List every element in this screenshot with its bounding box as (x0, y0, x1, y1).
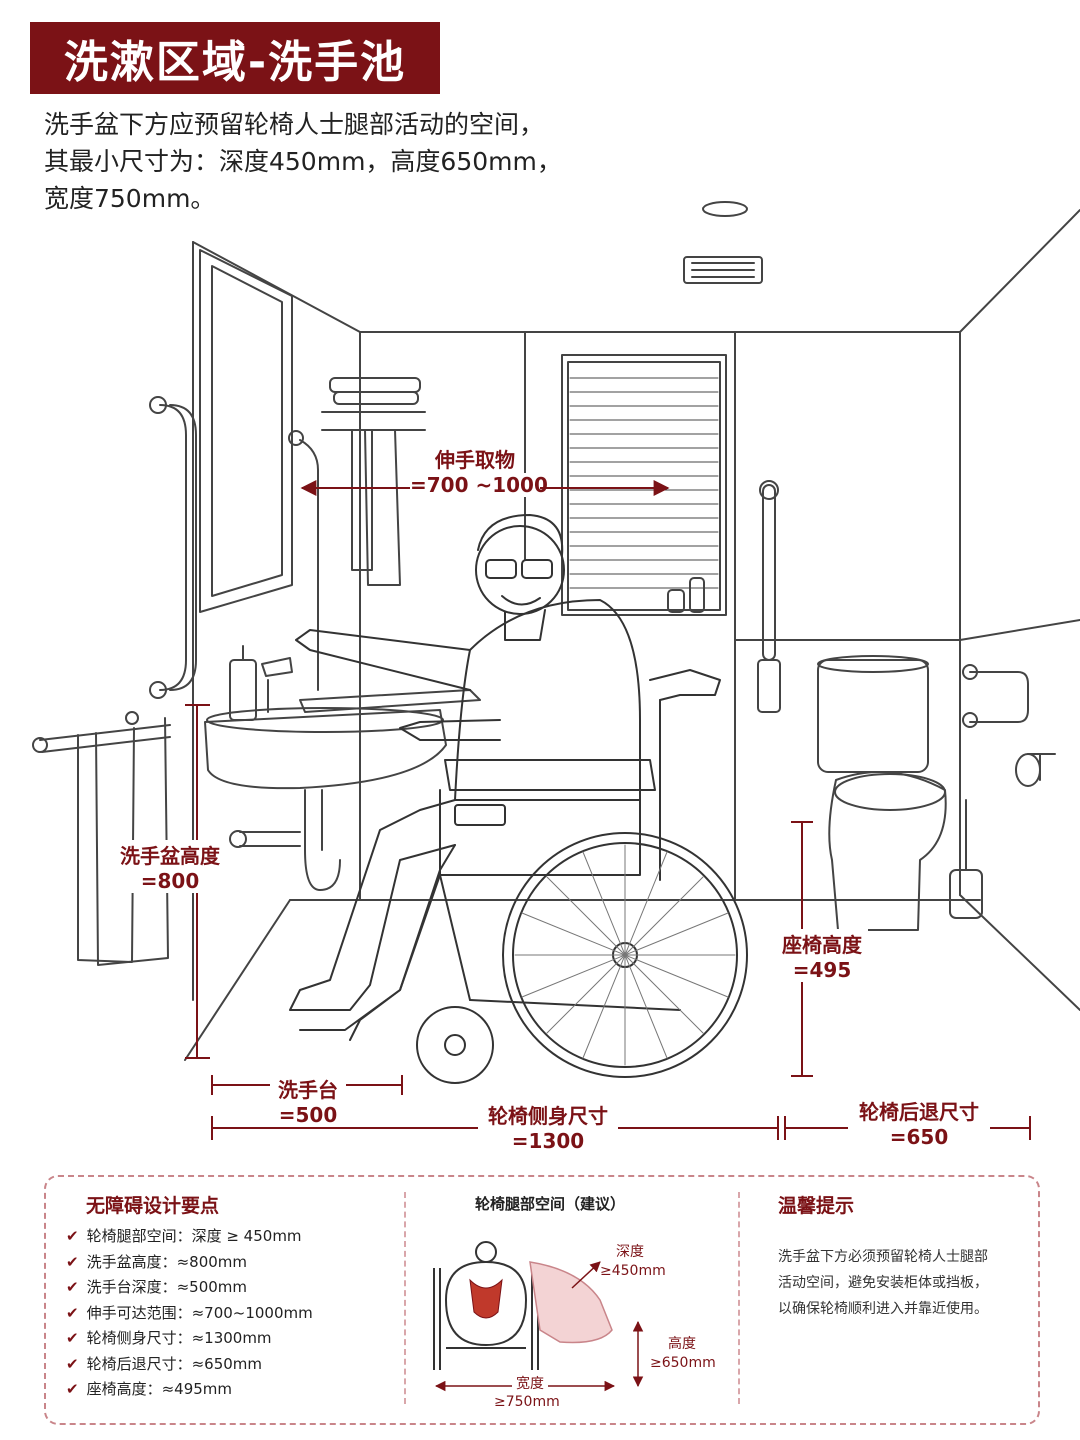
seat-height-title: 座椅高度 (782, 933, 862, 957)
blind-slats (569, 377, 719, 589)
list-item-text: 洗手盆高度：≈800mm (86, 1252, 248, 1271)
list-item-text: 洗手台深度：≈500mm (86, 1278, 248, 1296)
bathroom-illustration (32, 201, 1080, 1140)
list-item: ✔ 轮椅后退尺寸：≈650mm (66, 1352, 313, 1378)
wheelchair-back-title: 轮椅后退尺寸 (859, 1100, 979, 1124)
title-banner: 洗漱区域-洗手池 (30, 22, 440, 94)
list-item-text: 轮椅后退尺寸：≈650mm (86, 1354, 263, 1373)
list-item-text: 轮椅侧身尺寸：≈1300mm (86, 1329, 272, 1347)
seat-height-value: =495 (792, 958, 852, 982)
wheelchair-side-title: 轮椅侧身尺寸 (488, 1104, 608, 1128)
tips-text: 洗手盆下方必须预留轮椅人士腿部 活动空间，避免安装柜体或挡板， 以确保轮椅顺利进… (778, 1244, 1028, 1322)
towel-shelf (321, 377, 426, 586)
ceiling-light (702, 201, 748, 217)
wheelchair-side-label: 轮椅侧身尺寸 =1300 (478, 1100, 618, 1153)
check-icon: ✔ (66, 1303, 79, 1322)
list-item: ✔ 伸手可达范围：≈700~1000mm (66, 1301, 313, 1327)
leg-space-diagram (433, 1241, 644, 1392)
list-item: ✔ 洗手台深度：≈500mm (66, 1275, 313, 1301)
info-box (44, 1175, 1040, 1425)
design-points-title: 无障碍设计要点 (86, 1195, 220, 1217)
list-item: ✔ 座椅高度：≈495mm (66, 1377, 313, 1403)
width-value: ≥750mm (494, 1394, 560, 1410)
height-label: 高度 (668, 1336, 696, 1352)
reach-value: =700 ~1000 (410, 473, 548, 497)
toilet-brush (949, 799, 983, 919)
tips-line-3: 以确保轮椅顺利进入并靠近使用。 (778, 1301, 988, 1317)
l-grab-bar (962, 664, 1029, 728)
towel-bar (32, 711, 171, 966)
sink (204, 645, 481, 790)
list-item-text: 座椅高度：≈495mm (86, 1380, 233, 1398)
ceiling-vent (683, 256, 763, 284)
leg-space-title: 轮椅腿部空间（建议） (475, 1195, 626, 1213)
list-item: ✔ 轮椅腿部空间：深度 ≥ 450mm (66, 1224, 313, 1250)
height-value: ≥650mm (650, 1355, 716, 1371)
basin-height-title: 洗手盆高度 (120, 844, 220, 868)
wheelchair-back-value: =650 (889, 1125, 949, 1149)
width-label: 宽度 (512, 1373, 548, 1393)
person (289, 514, 641, 1041)
wall-grab-bar (149, 396, 197, 699)
tips-line-2: 活动空间，避免安装柜体或挡板， (778, 1275, 988, 1291)
reach-label-title: 伸手取物 (435, 448, 515, 472)
list-item-text: 轮椅腿部空间：深度 ≥ 450mm (86, 1227, 302, 1245)
mirror (199, 249, 293, 613)
counter-label: 洗手台 =500 (270, 1074, 346, 1127)
wheel-spokes (514, 844, 736, 1066)
vertical-grab-bar (757, 480, 781, 713)
counter-title: 洗手台 (278, 1078, 338, 1102)
counter-value: =500 (278, 1103, 338, 1127)
tips-title: 温馨提示 (778, 1195, 855, 1217)
tips-line-1: 洗手盆下方必须预留轮椅人士腿部 (778, 1249, 988, 1265)
list-item: ✔ 洗手盆高度：≈800mm (66, 1250, 313, 1276)
list-item-text: 伸手可达范围：≈700~1000mm (86, 1303, 313, 1322)
wheelchair-side-value: =1300 (511, 1129, 585, 1153)
check-icon: ✔ (66, 1380, 79, 1398)
check-icon: ✔ (66, 1252, 79, 1271)
page-title: 洗漱区域-洗手池 (63, 37, 407, 88)
check-icon: ✔ (66, 1227, 79, 1245)
depth-label: 深度 (616, 1244, 644, 1260)
reach-label: 伸手取物 (427, 444, 523, 473)
basin-height-value: =800 (140, 869, 200, 893)
depth-value: ≥450mm (600, 1263, 666, 1279)
intro-text: 洗手盆下方应预留轮椅人士腿部活动的空间， 其最小尺寸为：深度450mm，高度65… (44, 106, 664, 217)
seat-height-label: 座椅高度 =495 (776, 929, 868, 982)
toilet-paper-holder (1015, 753, 1056, 787)
check-icon: ✔ (66, 1329, 79, 1347)
leg-space-zone (529, 1261, 613, 1344)
wheelchair-top-view (433, 1241, 539, 1370)
check-icon: ✔ (66, 1354, 79, 1373)
wheelchair (299, 669, 748, 1084)
depth-arrow (571, 1261, 601, 1289)
intro-line-3: 宽度750mm。 (44, 184, 216, 213)
design-points-list: ✔ 轮椅腿部空间：深度 ≥ 450mm ✔ 洗手盆高度：≈800mm ✔ 洗手台深度：… (66, 1224, 313, 1403)
divider-left (404, 1192, 406, 1404)
divider-right (738, 1192, 740, 1404)
toilet (817, 655, 947, 931)
list-item: ✔ 轮椅侧身尺寸：≈1300mm (66, 1326, 313, 1352)
sink-drain (229, 789, 341, 891)
room-walls (184, 209, 1080, 1061)
basin-height-label: 洗手盆高度 =800 (112, 840, 228, 893)
side-grab-bar (288, 430, 319, 691)
intro-line-1: 洗手盆下方应预留轮椅人士腿部活动的空间， (44, 110, 545, 139)
window-blinds (561, 354, 727, 616)
wheelchair-back-label: 轮椅后退尺寸 =650 (848, 1096, 990, 1149)
check-icon: ✔ (66, 1278, 79, 1296)
intro-line-2: 其最小尺寸为：深度450mm，高度650mm， (44, 147, 562, 176)
